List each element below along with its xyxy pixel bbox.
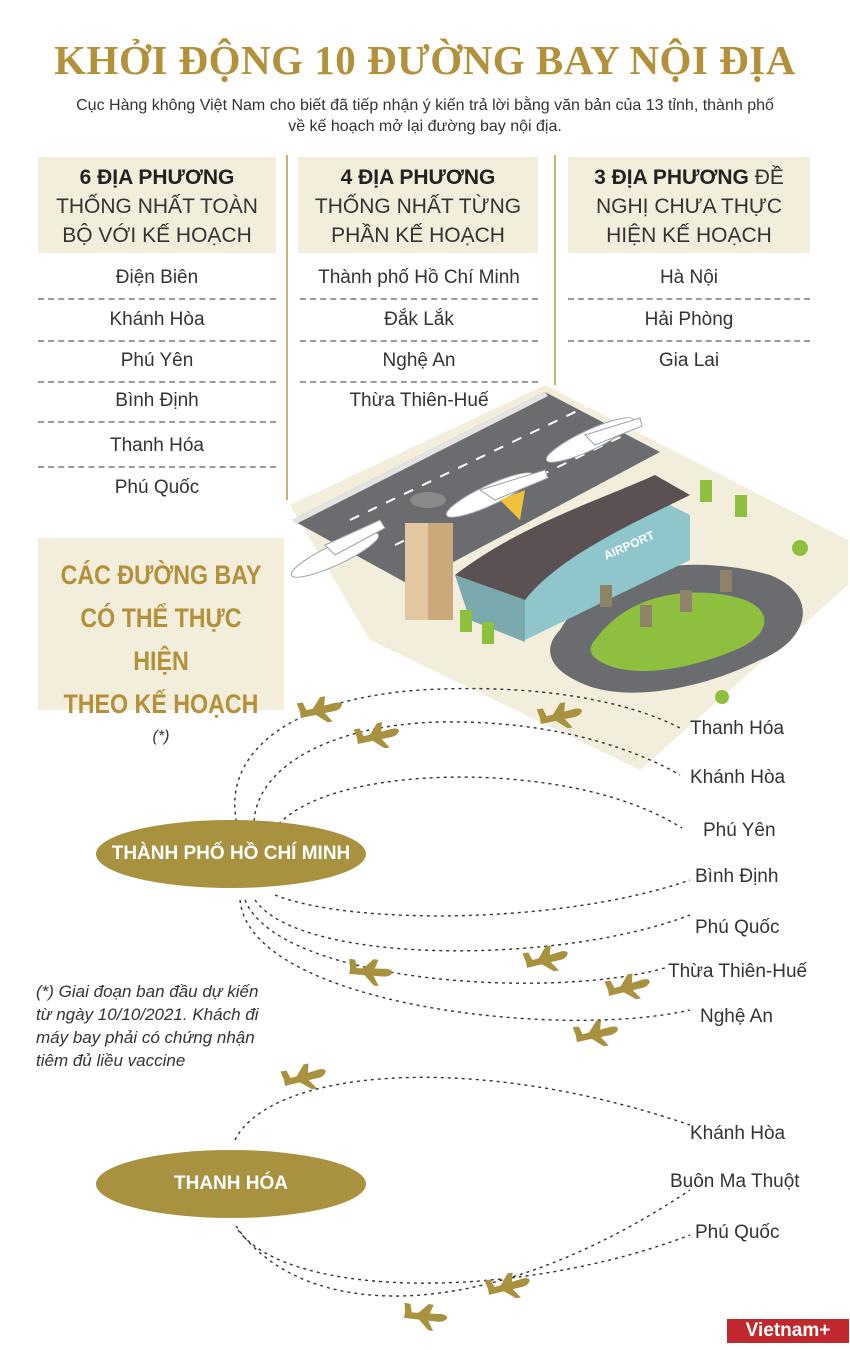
list-item: Đắk Lắk [300,302,538,342]
column-header-count: 4 ĐỊA PHƯƠNG [340,166,496,189]
list-item: Thành phố Hồ Chí Minh [300,260,538,300]
destination-label: Phú Yên [703,820,776,841]
column-header-count: 6 ĐỊA PHƯƠNG [79,166,235,189]
list-item: Phú Quốc [114,477,200,498]
destination-label: Bình Định [695,866,779,887]
footnote-marker: (*) [152,728,170,745]
routes-heading-box: CÁC ĐƯỜNG BAY CÓ THỂ THỰC HIỆN THEO KẾ H… [38,538,284,745]
list-item: Hải Phòng [568,302,810,342]
list-item: Nghệ An [300,343,538,383]
list-item: Điện Biên [38,260,276,300]
hub-thanh-hoa: THANH HÓA [96,1150,366,1218]
destination-label: Buôn Ma Thuột [670,1171,800,1192]
column-header-count: 3 ĐỊA PHƯƠNG [594,166,749,189]
list-item: Thừa Thiên-Huế [349,390,489,411]
column-header-postpone: 3 ĐỊA PHƯƠNG ĐỀ NGHỊ CHƯA THỰC HIỆN KẾ H… [568,157,810,253]
footnote: (*) Giai đoạn ban đầu dự kiến từ ngày 10… [36,982,259,1070]
list-item: Phú Yên [38,343,276,383]
destination-label: Phú Quốc [695,917,780,938]
route-arc [234,687,681,836]
column-header-text: THỐNG NHẤT TỪNG PHẦN KẾ HOẠCH [314,195,522,247]
list-item: Gia Lai [658,350,720,371]
destination-label: Thừa Thiên-Huế [668,961,808,982]
list-item: Thanh Hóa [38,428,276,468]
routes-heading-line: CÓ THỂ THỰC HIỆN [80,603,242,676]
column-header-agree-partial: 4 ĐỊA PHƯƠNG THỐNG NHẤT TỪNG PHẦN KẾ HOẠ… [298,157,538,253]
list-item: Khánh Hòa [38,302,276,342]
vietnamplus-logo: Vietnam+ [727,1319,849,1343]
list-item: Hà Nội [568,260,810,300]
column-header-text: ĐỀ NGHỊ CHƯA THỰC HIỆN KẾ HOẠCH [596,166,784,247]
destination-label: Khánh Hòa [690,767,786,788]
intro-text: Cục Hàng không Việt Nam cho biết đã tiếp… [76,97,774,135]
column-header-text: THỐNG NHẤT TOÀN BỘ VỚI KẾ HOẠCH [56,195,258,247]
column-header-agree-all: 6 ĐỊA PHƯƠNG THỐNG NHẤT TOÀN BỘ VỚI KẾ H… [38,157,276,253]
column-divider [554,155,556,385]
hub-ho-chi-minh: THÀNH PHỐ HỒ CHÍ MINH [96,820,366,888]
destination-label: Thanh Hóa [690,718,785,739]
routes-heading-line: CÁC ĐƯỜNG BAY [60,560,262,590]
page-title: KHỞI ĐỘNG 10 ĐƯỜNG BAY NỘI ĐỊA [54,37,796,83]
destination-label: Phú Quốc [695,1222,780,1243]
destination-label: Khánh Hòa [690,1123,786,1144]
list-item: Bình Định [38,383,276,423]
column-divider [286,155,288,500]
routes-heading-line: THEO KẾ HOẠCH [63,689,259,719]
destination-label: Nghệ An [700,1006,773,1027]
